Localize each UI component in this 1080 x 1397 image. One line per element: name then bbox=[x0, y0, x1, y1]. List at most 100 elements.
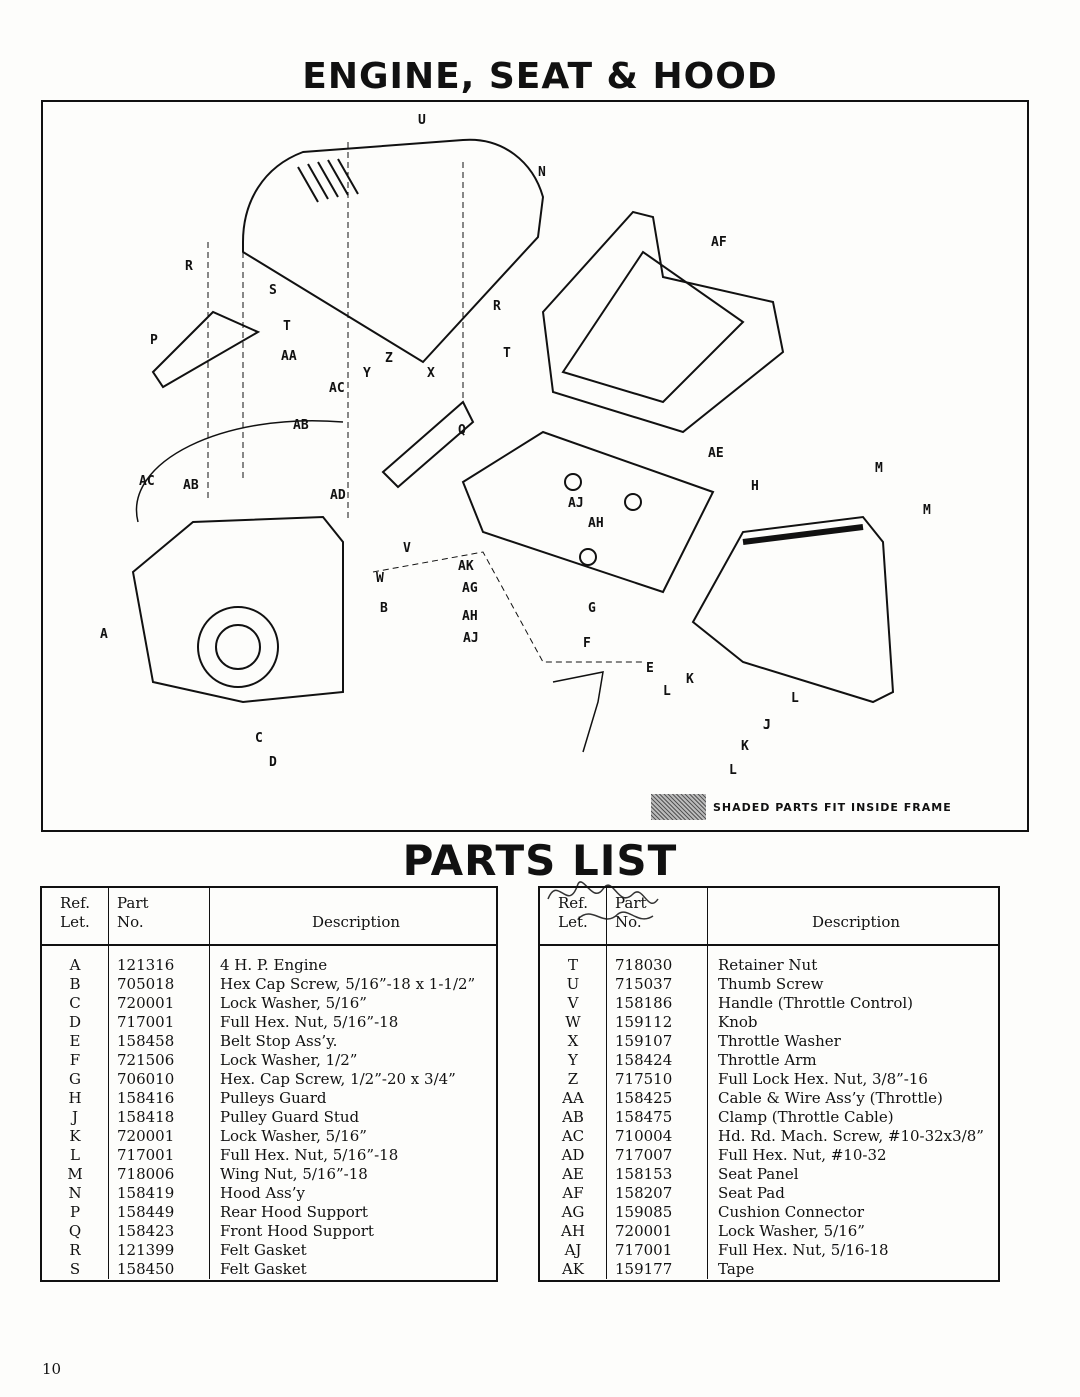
part-number-cell: 158186 bbox=[606, 994, 708, 1013]
ref-letter-cell: Z bbox=[540, 1070, 607, 1089]
ref-letter-cell: Y bbox=[540, 1051, 607, 1070]
callout-label: M bbox=[923, 503, 931, 518]
callout-label: AG bbox=[462, 581, 478, 596]
ref-letter-cell: D bbox=[42, 1013, 109, 1032]
description-cell: Hex Cap Screw, 5/16”-18 x 1-1/2” bbox=[220, 975, 476, 993]
part-number-cell: 158423 bbox=[108, 1222, 210, 1241]
description-cell: Hood Ass’y bbox=[220, 1184, 305, 1202]
callout-label: L bbox=[729, 763, 737, 778]
ref-letter-cell: U bbox=[540, 975, 607, 994]
description-cell: Cushion Connector bbox=[718, 1203, 865, 1221]
description-cell: Wing Nut, 5/16”-18 bbox=[220, 1165, 368, 1183]
callout-label: F bbox=[583, 636, 591, 651]
pulley-guard-drawing bbox=[691, 515, 895, 704]
description-cell: 4 H. P. Engine bbox=[220, 956, 328, 974]
callout-label: X bbox=[427, 366, 435, 381]
description-cell: Knob bbox=[718, 1013, 758, 1031]
ref-letter-cell: N bbox=[42, 1184, 109, 1203]
ref-letter-cell: V bbox=[540, 994, 607, 1013]
callout-label: A bbox=[100, 627, 108, 642]
ref-letter-cell: T bbox=[540, 945, 607, 975]
description-header: Description bbox=[209, 888, 496, 946]
part-number-cell: 720001 bbox=[108, 1127, 210, 1146]
callout-label: B bbox=[380, 601, 388, 616]
callout-label: AF bbox=[711, 235, 727, 250]
part-number-cell: 158153 bbox=[606, 1165, 708, 1184]
callout-label: V bbox=[403, 541, 411, 556]
description-cell: Clamp (Throttle Cable) bbox=[718, 1108, 894, 1126]
part-number-cell: 121316 bbox=[108, 945, 210, 975]
part-number-cell: 717001 bbox=[108, 1013, 210, 1032]
callout-label: K bbox=[686, 672, 694, 687]
part-number-cell: 705018 bbox=[108, 975, 210, 994]
description-cell: Front Hood Support bbox=[220, 1222, 374, 1240]
callout-label: AH bbox=[588, 516, 604, 531]
callout-label: Z bbox=[385, 351, 393, 366]
description-cell: Felt Gasket bbox=[220, 1260, 307, 1278]
callout-label: L bbox=[663, 684, 671, 699]
description-header: Description bbox=[707, 888, 998, 946]
ref-letter-cell: Q bbox=[42, 1222, 109, 1241]
callout-label: AH bbox=[462, 609, 478, 624]
description-cell: Seat Panel bbox=[718, 1165, 799, 1183]
ref-letter-cell: M bbox=[42, 1165, 109, 1184]
callout-label: AJ bbox=[568, 496, 584, 511]
callout-label: J bbox=[763, 718, 771, 733]
part-number-cell: 721506 bbox=[108, 1051, 210, 1070]
ref-letter-cell: AJ bbox=[540, 1241, 607, 1260]
callout-label: P bbox=[150, 333, 158, 348]
description-cell: Lock Washer, 1/2” bbox=[220, 1051, 358, 1069]
callout-label: AA bbox=[281, 349, 297, 364]
ref-letter-cell: AK bbox=[540, 1260, 607, 1279]
part-number-cell: 159085 bbox=[606, 1203, 708, 1222]
description-cell: Full Lock Hex. Nut, 3/8”-16 bbox=[718, 1070, 928, 1088]
ref-letter-cell: AD bbox=[540, 1146, 607, 1165]
page-number: 10 bbox=[42, 1360, 62, 1378]
part-number-cell: 158425 bbox=[606, 1089, 708, 1108]
part-number-cell: 715037 bbox=[606, 975, 708, 994]
shaded-legend-swatch bbox=[651, 794, 706, 820]
description-cell: Seat Pad bbox=[718, 1184, 785, 1202]
ref-letter-cell: AG bbox=[540, 1203, 607, 1222]
description-cell: Lock Washer, 5/16” bbox=[718, 1222, 865, 1240]
part-no-header: Part No. bbox=[606, 888, 708, 946]
callout-label: AC bbox=[139, 474, 155, 489]
description-cell: Full Hex. Nut, 5/16”-18 bbox=[220, 1013, 399, 1031]
seat-pad-drawing bbox=[541, 210, 785, 434]
ref-letter-cell: E bbox=[42, 1032, 109, 1051]
ref-letter-cell: AC bbox=[540, 1127, 607, 1146]
ref-letter-cell: F bbox=[42, 1051, 109, 1070]
description-cell: Thumb Screw bbox=[718, 975, 824, 993]
part-number-cell: 720001 bbox=[108, 994, 210, 1013]
callout-label: AE bbox=[708, 446, 724, 461]
part-no-header: Part No. bbox=[108, 888, 210, 946]
ref-letter-cell: B bbox=[42, 975, 109, 994]
callout-label: AC bbox=[329, 381, 345, 396]
ref-letter-cell: A bbox=[42, 945, 109, 975]
callout-label: W bbox=[376, 571, 384, 586]
description-cell: Throttle Washer bbox=[718, 1032, 841, 1050]
part-number-cell: 718030 bbox=[606, 945, 708, 975]
callout-label: R bbox=[493, 299, 501, 314]
part-number-cell: 717001 bbox=[606, 1241, 708, 1260]
part-number-cell: 158458 bbox=[108, 1032, 210, 1051]
callout-label: U bbox=[418, 113, 426, 128]
description-cell: Lock Washer, 5/16” bbox=[220, 1127, 367, 1145]
callout-label: T bbox=[283, 319, 291, 334]
